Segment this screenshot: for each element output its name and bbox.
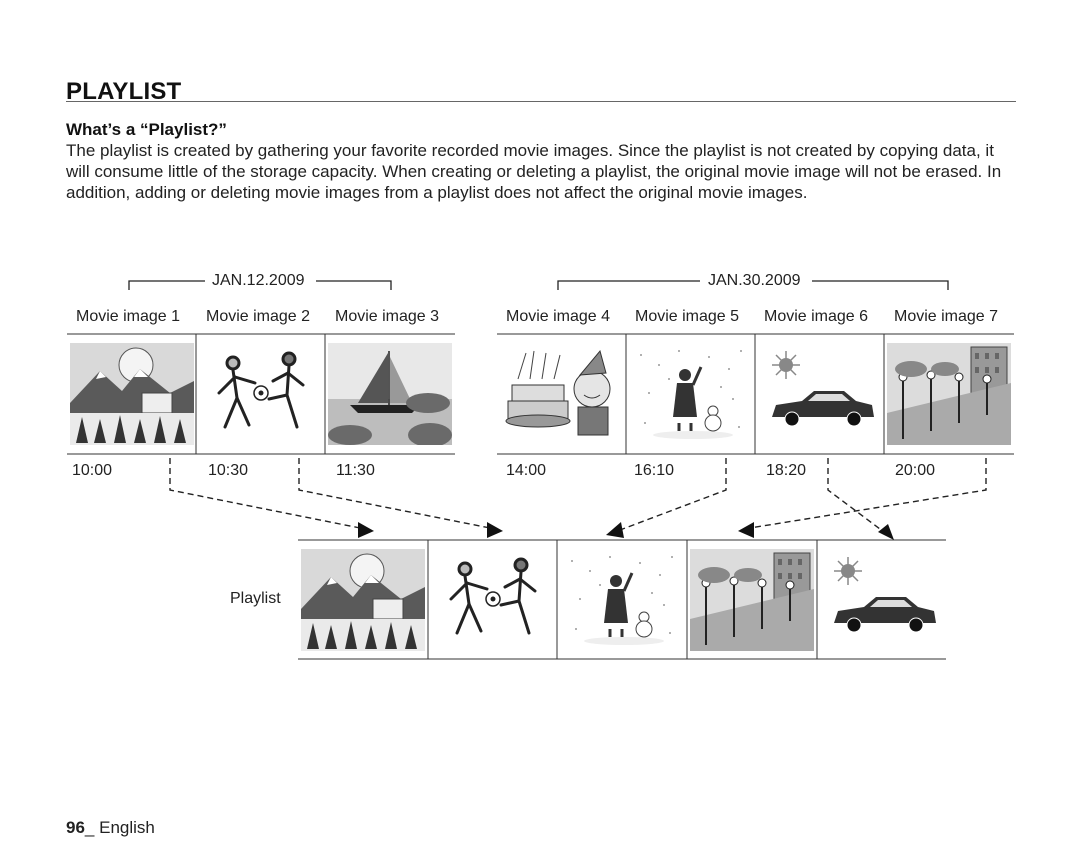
body-paragraph: The playlist is created by gathering you… [66, 141, 1002, 202]
movie-label: Movie image 4 [506, 308, 611, 325]
playlist-thumbnail-2 [429, 541, 557, 659]
footer-separator: _ [84, 818, 100, 837]
movie-time: 10:00 [72, 462, 113, 479]
page-footer: 96_ English [66, 818, 155, 838]
movie-time: 20:00 [895, 462, 936, 479]
date-label-group-2: JAN.30.2009 [708, 272, 801, 289]
section-heading: What’s a “Playlist?” [66, 120, 227, 139]
movie-label: Movie image 3 [335, 308, 440, 325]
movie-time: 14:00 [506, 462, 547, 479]
street-lamps-image [690, 549, 814, 651]
movie-time: 11:30 [336, 462, 375, 479]
playlist-thumbnail-5 [818, 541, 946, 659]
page-number: 96 [66, 818, 85, 837]
playlist-thumbnail-3 [558, 541, 686, 659]
movie-label: Movie image 1 [76, 308, 181, 325]
date-label-group-1: JAN.12.2009 [212, 272, 305, 289]
playlist-thumbnail-1 [299, 541, 427, 659]
car-image [820, 549, 944, 651]
movie-label: Movie image 7 [894, 308, 999, 325]
movie-label: Movie image 5 [635, 308, 740, 325]
title-rule [66, 101, 1016, 102]
movie-label: Movie image 2 [206, 308, 311, 325]
movie-time: 10:30 [208, 462, 249, 479]
mountain-landscape-image [301, 549, 425, 651]
girl-in-snow-image [560, 549, 684, 651]
movie-time: 18:20 [766, 462, 807, 479]
playlist-thumbnail-4 [688, 541, 816, 659]
soccer-players-image [431, 549, 555, 651]
playlist-label: Playlist [230, 590, 281, 607]
movie-label: Movie image 6 [764, 308, 869, 325]
page-title: PLAYLIST [66, 78, 182, 105]
movie-time: 16:10 [634, 462, 675, 479]
footer-language: English [99, 818, 155, 837]
